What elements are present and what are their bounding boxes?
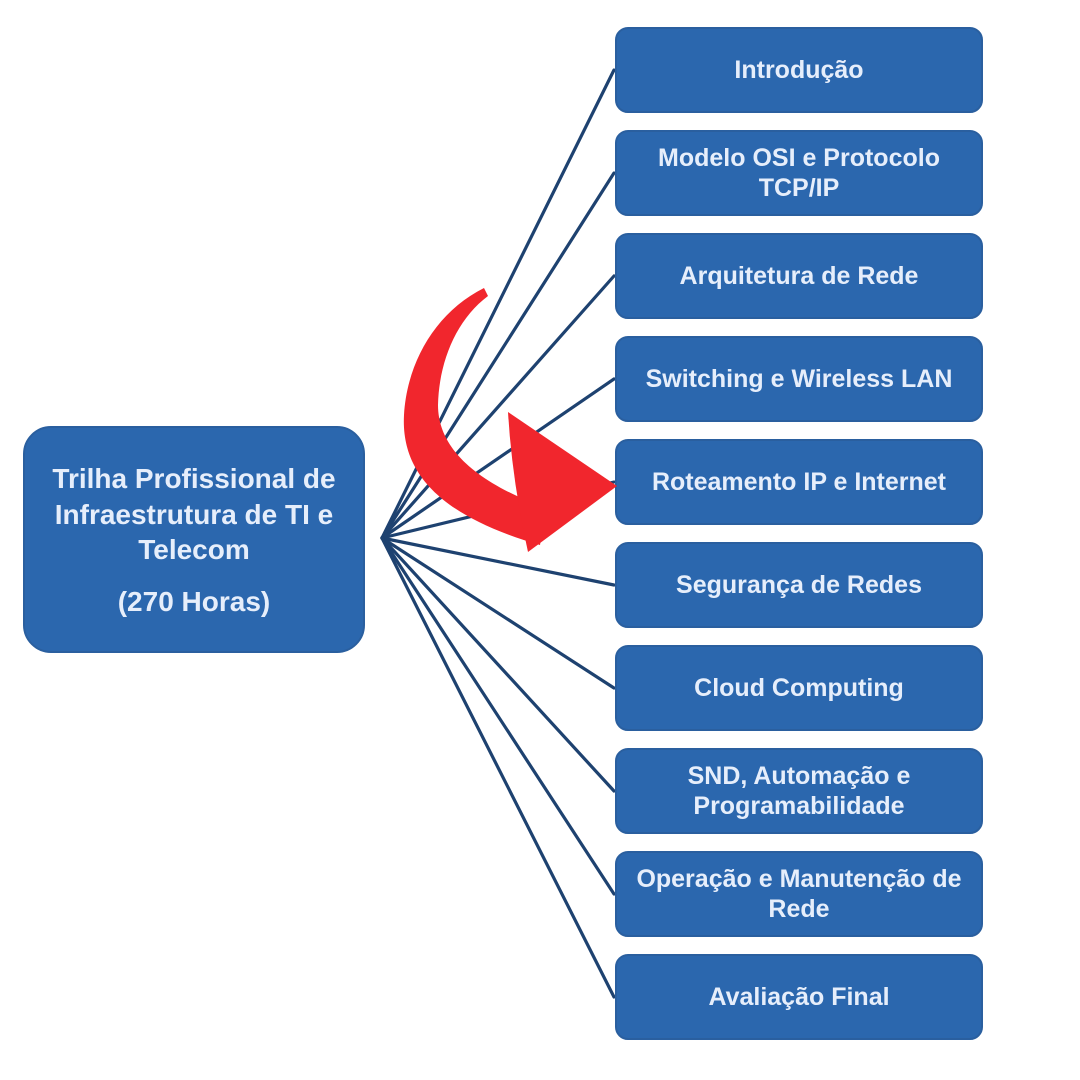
red-arrow-head [508, 412, 617, 552]
modules-column: Introdução Modelo OSI e Protocolo TCP/IP… [615, 27, 983, 1040]
connector-line-9 [380, 536, 616, 896]
module-node-8: SND, Automação e Programabilidade [615, 748, 983, 834]
connector-line-7 [380, 536, 616, 690]
main-node-hours: (270 Horas) [117, 586, 271, 618]
module-label: Modelo OSI e Protocolo TCP/IP [658, 143, 940, 203]
module-label: SND, Automação e Programabilidade [687, 761, 911, 821]
red-arrow-body [403, 288, 546, 545]
module-label: Segurança de Redes [676, 570, 922, 599]
module-node-7: Cloud Computing [615, 645, 983, 731]
module-node-4: Switching e Wireless LAN [615, 336, 983, 422]
main-node: Trilha Profissional de Infraestrutura de… [23, 426, 365, 653]
module-label: Introdução [734, 55, 864, 84]
connector-line-4 [380, 377, 616, 540]
connector-line-6 [380, 536, 616, 587]
module-node-3: Arquitetura de Rede [615, 233, 983, 319]
module-label: Roteamento IP e Internet [651, 467, 947, 496]
module-node-1: Introdução [615, 27, 983, 113]
red-arrow-shape [403, 288, 617, 552]
module-label: Switching e Wireless LAN [645, 364, 953, 393]
module-node-6: Segurança de Redes [615, 542, 983, 628]
connector-line-3 [380, 274, 616, 540]
connector-line-8 [380, 536, 616, 793]
connector-line-2 [380, 171, 616, 540]
module-node-10: Avaliação Final [615, 954, 983, 1040]
module-node-5: Roteamento IP e Internet [615, 439, 983, 525]
module-label: Operação e Manutenção de Rede [636, 864, 962, 924]
main-node-title: Trilha Profissional de Infraestrutura de… [52, 462, 336, 566]
module-node-2: Modelo OSI e Protocolo TCP/IP [615, 130, 983, 216]
module-label: Arquitetura de Rede [679, 261, 919, 290]
module-node-9: Operação e Manutenção de Rede [615, 851, 983, 937]
module-label: Cloud Computing [694, 673, 904, 702]
module-label: Avaliação Final [708, 982, 890, 1011]
connector-line-10 [380, 536, 616, 999]
